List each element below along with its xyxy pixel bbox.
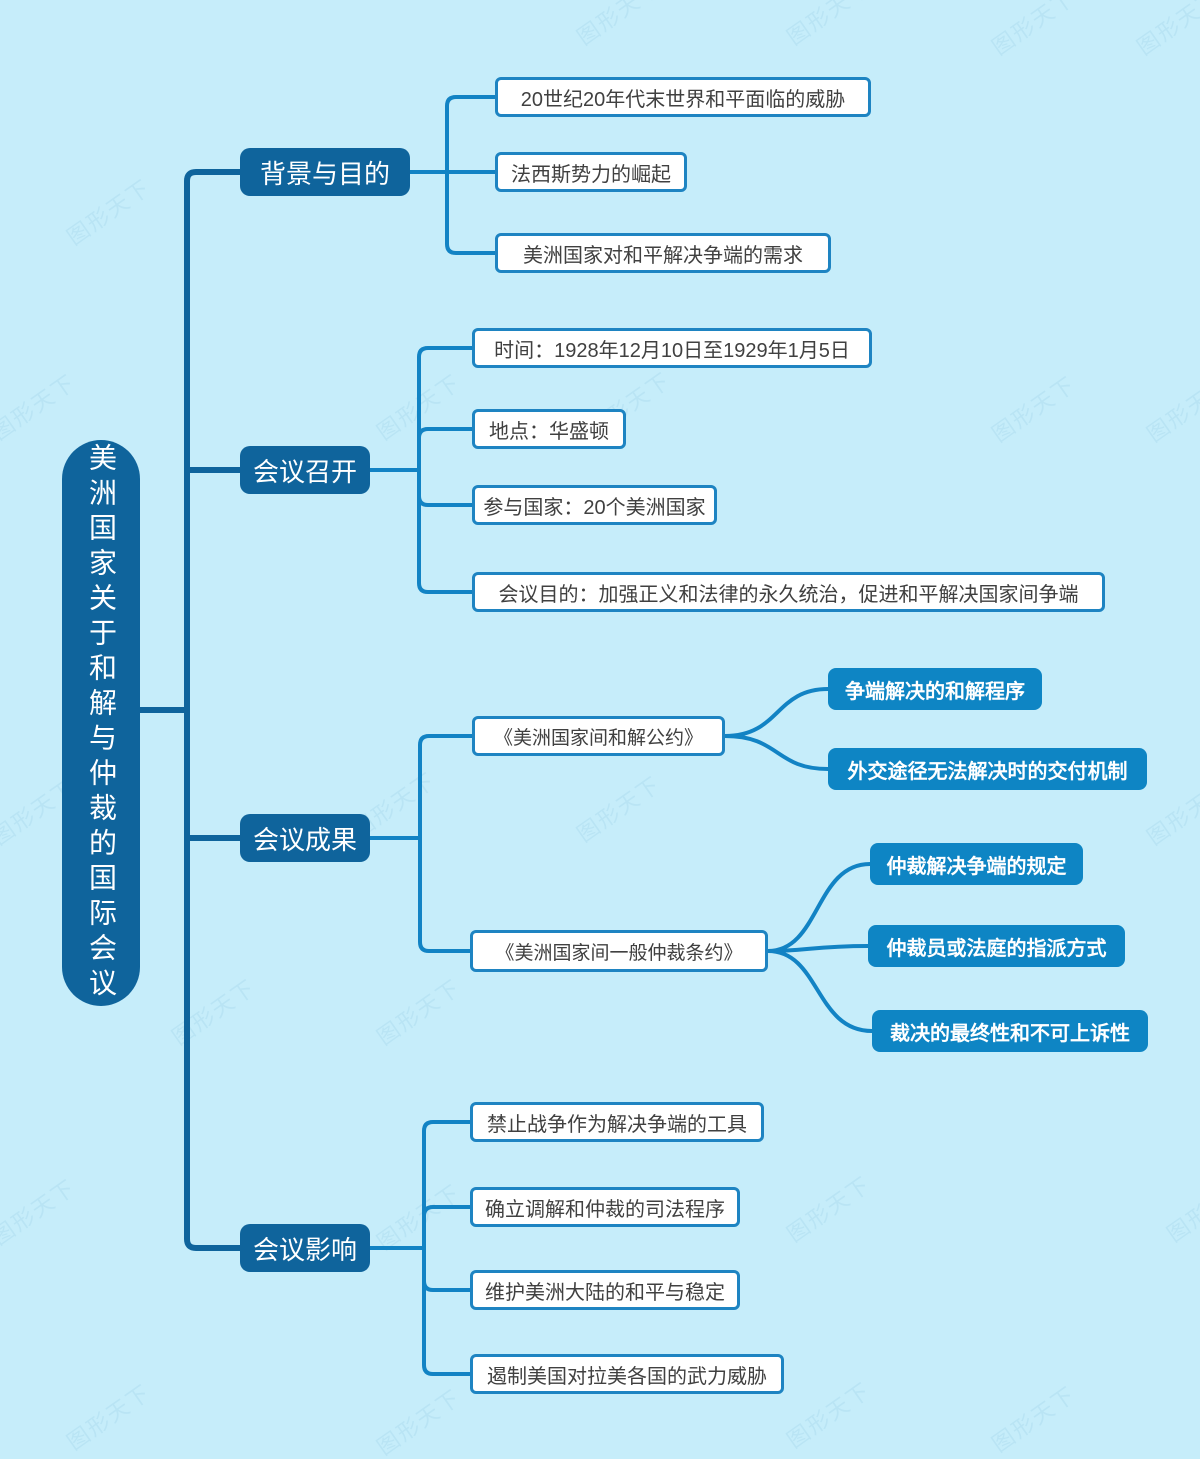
leaf-node[interactable]: 确立调解和仲裁的司法程序 [470,1187,740,1227]
leaf-node[interactable]: 时间：1928年12月10日至1929年1月5日 [472,328,872,368]
sub-leaf-node[interactable]: 仲裁员或法庭的指派方式 [868,925,1125,967]
leaf-node[interactable]: 遏制美国对拉美各国的武力威胁 [470,1354,784,1394]
sub-connectors [368,95,874,1376]
trunk-connectors [137,169,243,1251]
leaf-node[interactable]: 维护美洲大陆的和平与稳定 [470,1270,740,1310]
sub-leaf-node[interactable]: 仲裁解决争端的规定 [870,843,1083,885]
sub-leaf-node[interactable]: 争端解决的和解程序 [828,668,1042,710]
leaf-node-treaty[interactable]: 《美洲国家间一般仲裁条约》 [470,930,768,972]
leaf-node[interactable]: 20世纪20年代末世界和平面临的威胁 [495,77,871,117]
sub-leaf-node[interactable]: 裁决的最终性和不可上诉性 [872,1010,1148,1052]
leaf-node-convention[interactable]: 《美洲国家间和解公约》 [472,716,725,756]
branch-node-convening[interactable]: 会议召开 [240,446,370,494]
root-topic-node[interactable]: 美洲国家关于和解与仲裁的国际会议 [62,440,140,1006]
branch-node-outcomes[interactable]: 会议成果 [240,814,370,862]
connector-main-trunk [184,169,243,1251]
branch-node-impact[interactable]: 会议影响 [240,1224,370,1272]
branch-node-background[interactable]: 背景与目的 [240,148,410,196]
leaf-node[interactable]: 美洲国家对和平解决争端的需求 [495,233,831,273]
leaf-node[interactable]: 参与国家：20个美洲国家 [472,485,717,525]
leaf-node[interactable]: 法西斯势力的崛起 [495,152,687,192]
sub-leaf-node[interactable]: 外交途径无法解决时的交付机制 [828,748,1147,790]
leaf-node[interactable]: 禁止战争作为解决争端的工具 [470,1102,764,1142]
leaf-node[interactable]: 会议目的：加强正义和法律的永久统治，促进和平解决国家间争端 [472,572,1105,612]
leaf-node[interactable]: 地点：华盛顿 [472,409,626,449]
